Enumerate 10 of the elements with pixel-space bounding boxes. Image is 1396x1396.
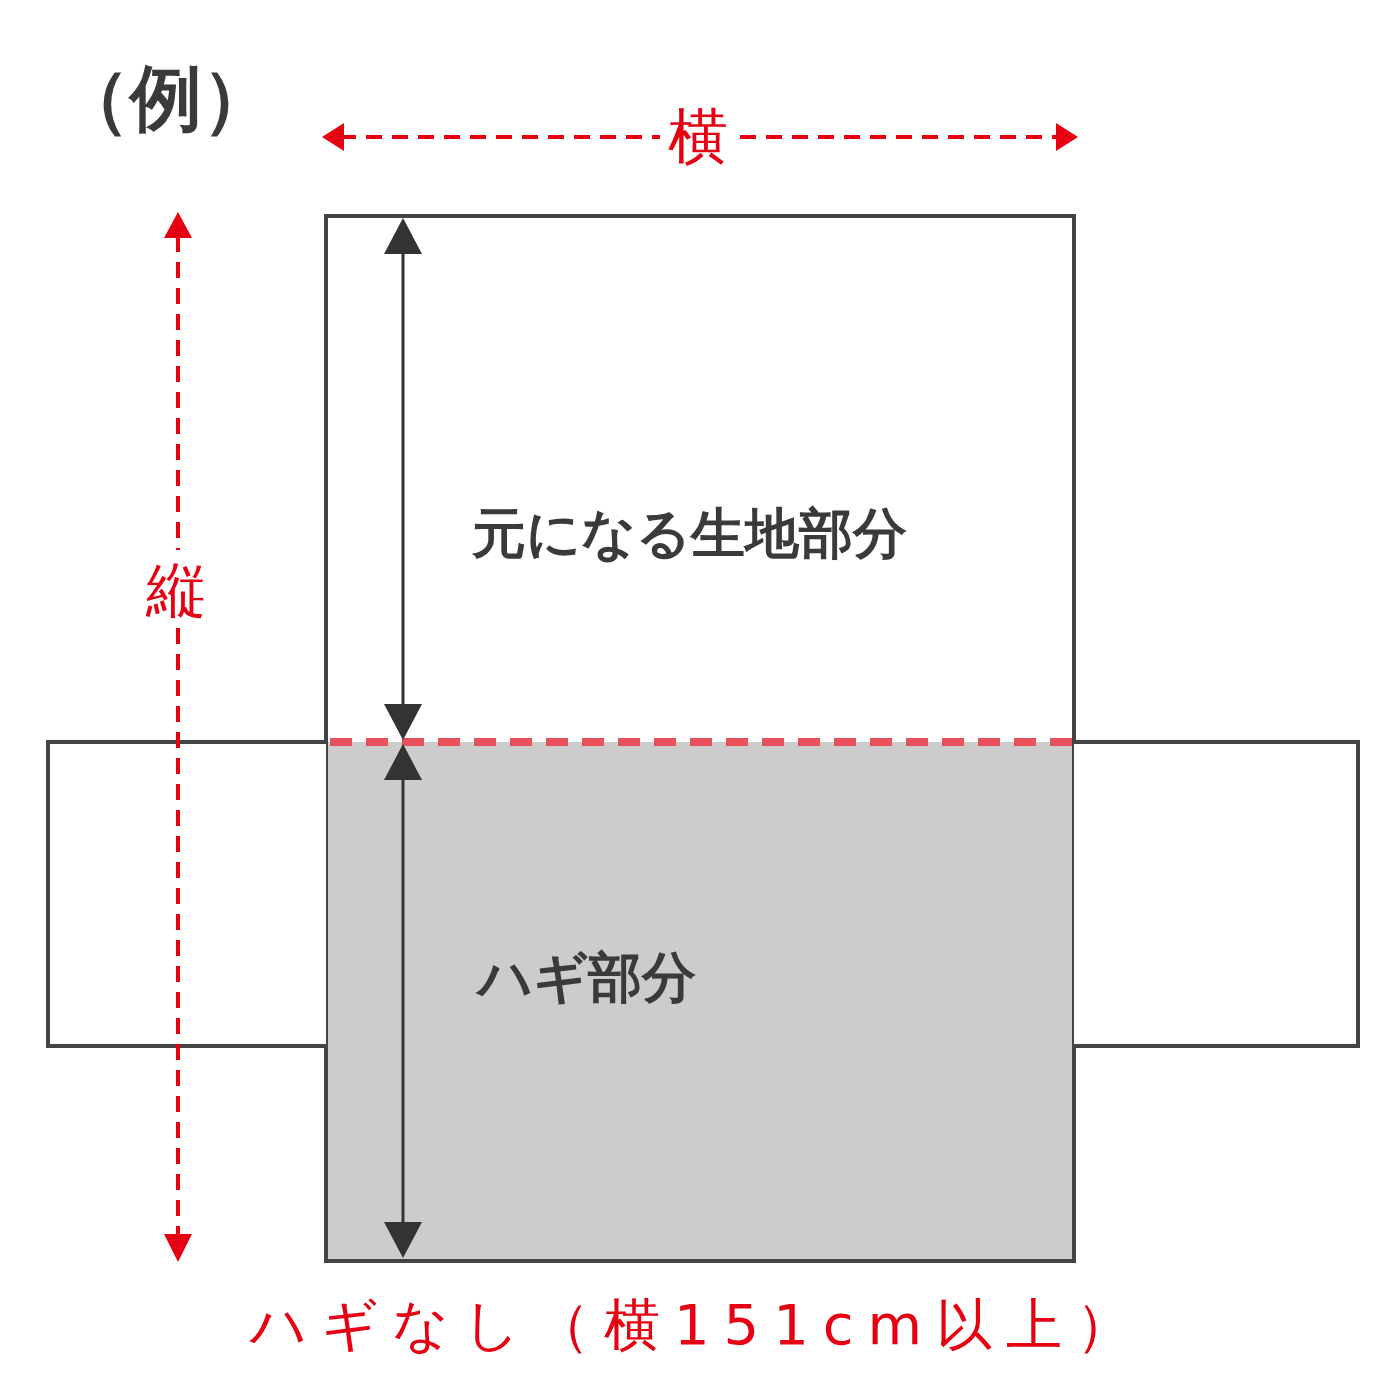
shaded-panel [324, 742, 1076, 1263]
heading: （例） [58, 56, 274, 140]
fabric-panel [324, 214, 1076, 742]
dimension-label: 縦 [146, 558, 206, 622]
panel-label: ハギ部分 [478, 945, 696, 1011]
side-panel [46, 740, 326, 1048]
caption: ハギなし（横151cm以上） [249, 1292, 1147, 1357]
dimension-label: 横 [668, 104, 728, 168]
side-panel [1074, 740, 1360, 1048]
panel-label: 元になる生地部分 [472, 501, 907, 567]
